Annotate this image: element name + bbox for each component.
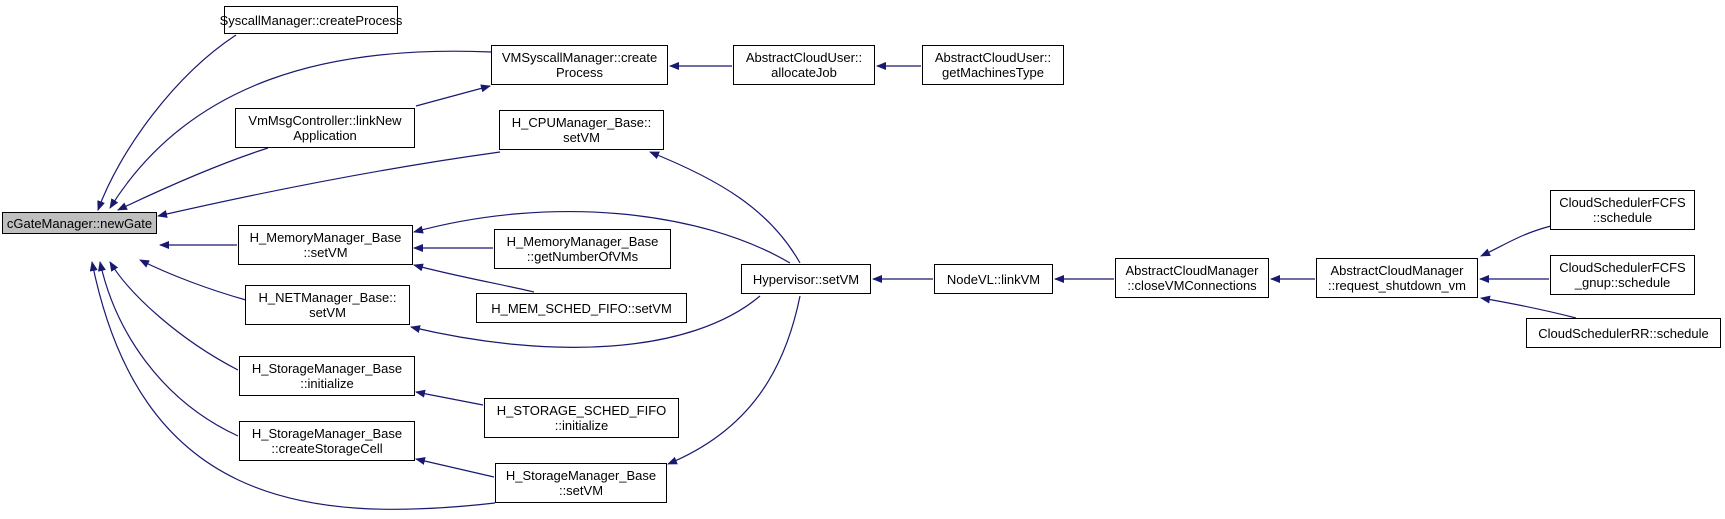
node-label-line: H_MemoryManager_Base	[249, 230, 402, 245]
node-label-line: NodeVL::linkVM	[946, 271, 1041, 287]
edge-sysCreate-to-newGate	[97, 34, 237, 211]
node-label-line: Process	[556, 65, 603, 80]
node-hypSetVM[interactable]: Hypervisor::setVM	[741, 264, 871, 294]
node-label-line: H_MEM_SCHED_FIFO::setVM	[491, 300, 672, 316]
edge-netSetVM-to-newGate	[139, 259, 247, 301]
node-label-line: H_CPUManager_Base::	[511, 115, 652, 130]
node-fcfsGnup[interactable]: CloudSchedulerFCFS_gnup::schedule	[1550, 255, 1695, 295]
node-label-line: ::schedule	[1592, 210, 1653, 225]
node-memSetVM[interactable]: H_MemoryManager_Base::setVM	[238, 225, 413, 265]
node-label-line: AbstractCloudUser::	[934, 50, 1052, 65]
edge-vmMsgLink-to-vmSysCreate	[415, 84, 491, 107]
edge-hypSetVM-to-cpuSetVM	[649, 151, 801, 264]
edge-stoCreateCell-to-newGate	[98, 261, 239, 437]
node-label-line: setVM	[309, 305, 346, 320]
node-label-line: H_MemoryManager_Base	[506, 234, 659, 249]
node-label-line: H_STORAGE_SCHED_FIFO	[496, 403, 667, 418]
node-sysCreate[interactable]: SyscallManager::createProcess	[220, 6, 402, 34]
node-label-line: allocateJob	[771, 65, 837, 80]
edge-stoInit-to-newGate	[109, 261, 239, 371]
node-label-line: VMSyscallManager::create	[501, 50, 658, 65]
node-label-line: H_StorageManager_Base	[505, 468, 657, 483]
node-memFifo[interactable]: H_MEM_SCHED_FIFO::setVM	[476, 293, 687, 323]
node-cpuSetVM[interactable]: H_CPUManager_Base::setVM	[499, 110, 664, 150]
node-label-line: _gnup::schedule	[1574, 275, 1671, 290]
node-label-line: ::getNumberOfVMs	[526, 249, 639, 264]
node-label-line: AbstractCloudManager	[1330, 263, 1464, 278]
node-label-line: ::initialize	[554, 418, 609, 433]
node-label-line: getMachinesType	[942, 65, 1044, 80]
node-label-line: CloudSchedulerRR::schedule	[1538, 325, 1709, 341]
node-label-line: ::request_shutdown_vm	[1327, 278, 1467, 293]
node-allocJob[interactable]: AbstractCloudUser::allocateJob	[733, 45, 875, 85]
edge-hypSetVM-to-memSetVM	[413, 211, 791, 264]
edge-stoFifoInit-to-stoInit	[415, 389, 484, 406]
node-label-line: VmMsgController::linkNew	[248, 113, 402, 128]
node-closeConn[interactable]: AbstractCloudManager::closeVMConnections	[1115, 258, 1269, 298]
node-label-line: Hypervisor::setVM	[752, 271, 860, 287]
node-stoFifoInit[interactable]: H_STORAGE_SCHED_FIFO::initialize	[484, 398, 679, 438]
node-stoSetVM[interactable]: H_StorageManager_Base::setVM	[495, 463, 667, 503]
node-stoInit[interactable]: H_StorageManager_Base::initialize	[239, 356, 415, 396]
node-label-line: AbstractCloudManager	[1125, 263, 1259, 278]
node-nodeLink[interactable]: NodeVL::linkVM	[934, 264, 1053, 294]
node-label-line: CloudSchedulerFCFS	[1559, 195, 1686, 210]
edge-group	[89, 34, 1577, 510]
edge-vmMsgLink-to-newGate	[117, 147, 269, 211]
edge-memFifo-to-memSetVM	[413, 263, 535, 293]
edge-vmSysCreate-to-newGate	[109, 50, 493, 209]
edge-cpuSetVM-to-newGate	[157, 151, 501, 218]
node-newGate[interactable]: cGateManager::newGate	[2, 212, 157, 234]
node-label-line: H_StorageManager_Base	[251, 426, 403, 441]
edge-rr-to-reqShutdown	[1480, 295, 1577, 319]
node-label-line: CloudSchedulerFCFS	[1559, 260, 1686, 275]
node-label-line: cGateManager::newGate	[6, 215, 153, 231]
node-label-line: ::setVM	[558, 483, 604, 498]
edge-stoSetVM-to-newGate	[89, 261, 496, 510]
node-label-line: ::createStorageCell	[271, 441, 383, 456]
node-netSetVM[interactable]: H_NETManager_Base::setVM	[245, 285, 410, 325]
node-label-line: AbstractCloudUser::	[745, 50, 863, 65]
node-label-line: H_NETManager_Base::	[258, 290, 397, 305]
node-label-line: setVM	[563, 130, 600, 145]
node-label-line: SyscallManager::createProcess	[219, 12, 403, 28]
node-memGetNum[interactable]: H_MemoryManager_Base::getNumberOfVMs	[494, 229, 671, 269]
edge-fcfs-to-reqShutdown	[1480, 225, 1552, 257]
node-fcfs[interactable]: CloudSchedulerFCFS::schedule	[1550, 190, 1695, 230]
edge-hypSetVM-to-stoSetVM	[667, 295, 801, 465]
edge-stoSetVM-to-stoCreateCell	[415, 457, 495, 478]
node-label-line: ::setVM	[303, 245, 348, 260]
edge-hypSetVM-to-netSetVM	[410, 295, 761, 348]
node-stoCreateCell[interactable]: H_StorageManager_Base::createStorageCell	[239, 421, 415, 461]
node-reqShutdown[interactable]: AbstractCloudManager::request_shutdown_v…	[1316, 258, 1478, 298]
node-label-line: H_StorageManager_Base	[251, 361, 403, 376]
node-label-line: ::closeVMConnections	[1127, 278, 1257, 293]
node-rr[interactable]: CloudSchedulerRR::schedule	[1526, 318, 1721, 348]
node-getMachines[interactable]: AbstractCloudUser::getMachinesType	[922, 45, 1064, 85]
node-label-line: ::initialize	[300, 376, 354, 391]
node-label-line: Application	[293, 128, 357, 143]
